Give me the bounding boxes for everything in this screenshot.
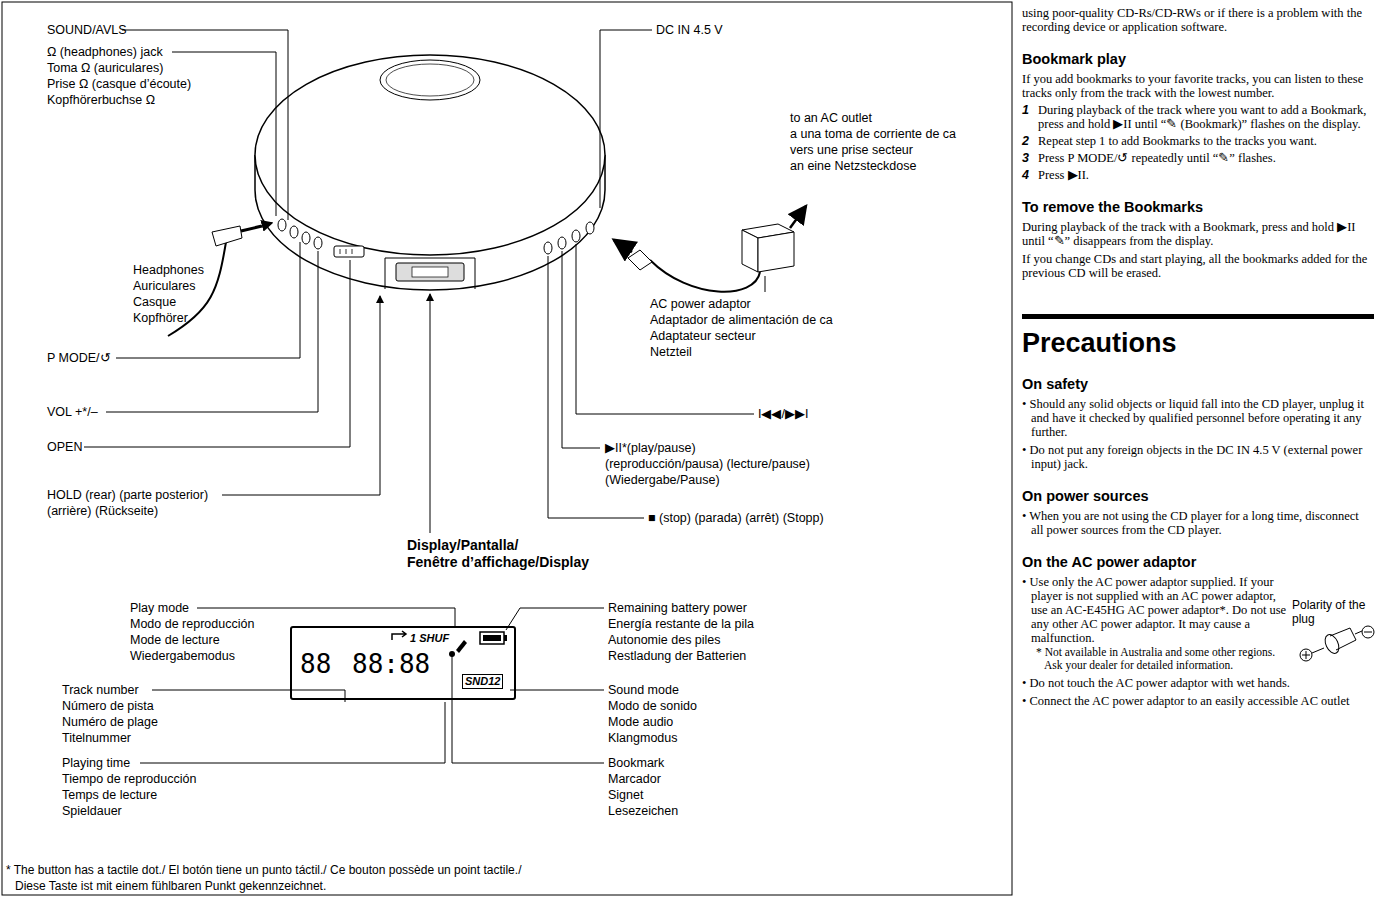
- body-text: Press P MODE/↺ repeatedly until “✎” flas…: [1038, 151, 1374, 165]
- part-label: Kopfhörerbuchse Ω: [47, 92, 155, 108]
- section-heading: On the AC power adaptor: [1022, 553, 1374, 571]
- part-label: Auriculares: [133, 278, 196, 294]
- part-label: DC IN 4.5 V: [656, 22, 723, 38]
- step-row: 4Press ▶II.: [1022, 168, 1374, 182]
- part-label: to an AC outlet: [790, 110, 872, 126]
- part-label: AC power adaptor: [650, 296, 751, 312]
- lcd-readout: 88:88: [352, 650, 430, 678]
- part-label: Mode de lecture: [130, 632, 220, 648]
- part-label: ■ (stop) (parada) (arrêt) (Stopp): [648, 510, 824, 526]
- part-label: Casque: [133, 294, 176, 310]
- section-heading: To remove the Bookmarks: [1022, 198, 1374, 216]
- part-label: Wiedergabemodus: [130, 648, 235, 664]
- part-label: (reproducción/pausa) (lecture/pause): [605, 456, 810, 472]
- step-row: 2Repeat step 1 to add Bookmarks to the t…: [1022, 134, 1374, 148]
- part-label: Energía restante de la pila: [608, 616, 754, 632]
- part-label: Sound mode: [608, 682, 679, 698]
- part-label: Remaining battery power: [608, 600, 747, 616]
- part-label: Playing time: [62, 755, 130, 771]
- part-label: Marcador: [608, 771, 661, 787]
- body-text: Repeat step 1 to add Bookmarks to the tr…: [1038, 134, 1374, 148]
- part-label: Netzteil: [650, 344, 692, 360]
- part-label: Spieldauer: [62, 803, 122, 819]
- step-number: 2: [1022, 134, 1038, 148]
- part-label: Headphones: [133, 262, 204, 278]
- part-label: Klangmodus: [608, 730, 678, 746]
- part-label: Lesezeichen: [608, 803, 678, 819]
- step-number: 3: [1022, 151, 1038, 165]
- lcd-readout: 88: [300, 650, 331, 678]
- step-number: 4: [1022, 168, 1038, 182]
- part-label: Bookmark: [608, 755, 664, 771]
- body-text: If you add bookmarks to your favorite tr…: [1022, 72, 1374, 100]
- part-label: OPEN: [47, 439, 82, 455]
- lcd-readout: 1 SHUF: [410, 632, 449, 644]
- part-label: Modo de sonido: [608, 698, 697, 714]
- body-text: • Do not put any foreign objects in the …: [1022, 443, 1374, 471]
- section-heading: On power sources: [1022, 487, 1374, 505]
- step-row: 1During playback of the track where you …: [1022, 103, 1374, 131]
- part-label: Toma Ω (auriculares): [47, 60, 163, 76]
- part-label: Adaptateur secteur: [650, 328, 756, 344]
- part-label: (arrière) (Rückseite): [47, 503, 158, 519]
- part-label: I◀◀/▶▶I: [758, 406, 808, 422]
- part-label: Play mode: [130, 600, 189, 616]
- part-label: Prise Ω (casque d’écoute): [47, 76, 191, 92]
- part-label: Numéro de plage: [62, 714, 158, 730]
- body-text: Press ▶II.: [1038, 168, 1374, 182]
- part-label: VOL +*/–: [47, 404, 98, 420]
- body-text: If you change CDs and start playing, all…: [1022, 252, 1374, 280]
- part-label: a una toma de corriente de ca: [790, 126, 956, 142]
- part-label: Tiempo de reproducción: [62, 771, 196, 787]
- part-label: * The button has a tactile dot./ El botó…: [6, 862, 521, 878]
- part-label: ▶II*(play/pause): [605, 440, 696, 456]
- part-label: Autonomie des piles: [608, 632, 721, 648]
- body-text: * Not available in Australia and some ot…: [1022, 646, 1279, 672]
- part-label: Ω (headphones) jack: [47, 44, 163, 60]
- body-text: using poor-quality CD-Rs/CD-RWs or if th…: [1022, 6, 1374, 34]
- part-label: Polarity of the plug: [1292, 598, 1376, 626]
- part-label: Signet: [608, 787, 643, 803]
- part-label: Titelnummer: [62, 730, 131, 746]
- part-label: Diese Taste ist mit einem fühlbaren Punk…: [15, 878, 326, 894]
- body-text: • When you are not using the CD player f…: [1022, 509, 1374, 537]
- part-label: Track number: [62, 682, 139, 698]
- part-label: vers une prise secteur: [790, 142, 913, 158]
- section-heading: Bookmark play: [1022, 50, 1374, 68]
- part-label: (Wiedergabe/Pause): [605, 472, 720, 488]
- part-label: Restladung der Batterien: [608, 648, 746, 664]
- part-label: Adaptador de alimentación de ca: [650, 312, 833, 328]
- body-text: • Use only the AC power adaptor supplied…: [1022, 575, 1293, 645]
- part-label: Kopfhörer: [133, 310, 188, 326]
- body-text: • Do not touch the AC power adaptor with…: [1022, 676, 1374, 690]
- part-label: Modo de reproducción: [130, 616, 254, 632]
- part-label: Fenêtre d’affichage/Display: [407, 554, 589, 571]
- part-label: HOLD (rear) (parte posterior): [47, 487, 208, 503]
- section-heading: Precautions: [1022, 314, 1374, 359]
- body-text: • Connect the AC power adaptor to an eas…: [1022, 694, 1374, 708]
- body-text: During playback of the track with a Book…: [1022, 220, 1374, 248]
- body-text: • Should any solid objects or liquid fal…: [1022, 397, 1374, 439]
- step-row: 3Press P MODE/↺ repeatedly until “✎” fla…: [1022, 151, 1374, 165]
- part-label: Display/Pantalla/: [407, 537, 518, 554]
- part-label: an eine Netzsteckdose: [790, 158, 916, 174]
- section-heading: On safety: [1022, 375, 1374, 393]
- part-label: Número de pista: [62, 698, 154, 714]
- lcd-display: 1 SHUF 88 88:88SND12: [290, 626, 516, 700]
- part-label: SOUND/AVLS: [47, 22, 127, 38]
- part-label: P MODE/↺: [47, 350, 111, 366]
- step-number: 1: [1022, 103, 1038, 131]
- part-label: Temps de lecture: [62, 787, 157, 803]
- body-text: During playback of the track where you w…: [1038, 103, 1374, 131]
- part-label: Mode audio: [608, 714, 673, 730]
- lcd-readout: SND12: [462, 674, 503, 689]
